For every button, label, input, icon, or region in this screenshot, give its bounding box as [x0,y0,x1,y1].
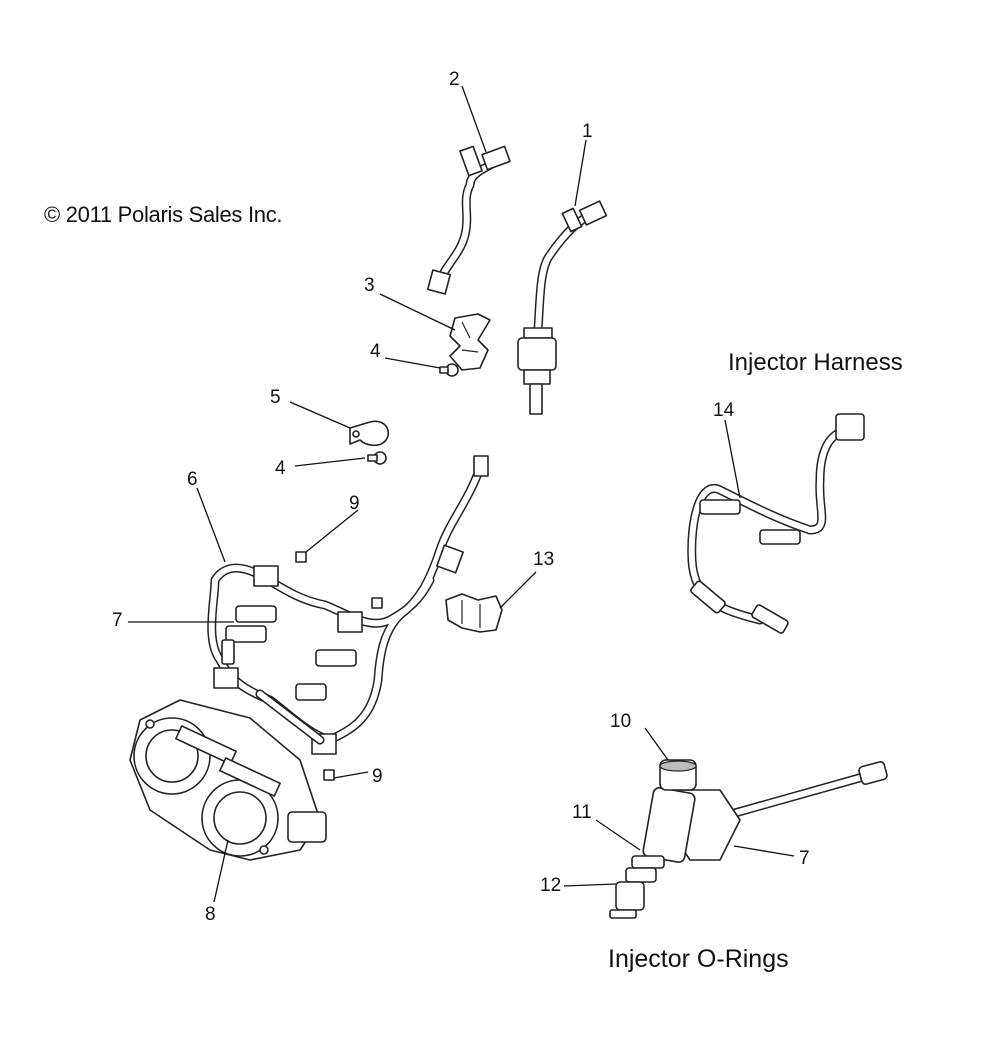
callout-11: 11 [572,802,592,823]
callout-12: 12 [540,875,562,896]
part-2-fuel-hose [426,145,511,295]
callout-7-rail: 7 [112,610,123,631]
callout-7-detail: 7 [799,848,810,869]
part-1-fuel-line [517,200,608,415]
part-7-injectors-rail [221,605,357,701]
callout-1: 1 [582,121,593,142]
leader-lines [128,85,795,903]
callout-8: 8 [205,904,216,925]
callout-3: 3 [364,275,375,296]
callout-2: 2 [449,69,460,90]
part-5-clamp [349,420,390,447]
callout-6: 6 [187,469,198,490]
part-14-injector-harness [687,413,865,634]
part-8-throttle-body [129,699,327,861]
injector-harness-title: Injector Harness [728,349,903,376]
copyright-text: © 2011 Polaris Sales Inc. [44,202,283,227]
part-3-bracket [449,313,491,371]
callout-13: 13 [533,549,555,570]
callout-4-lower: 4 [275,458,286,479]
callout-9-upper: 9 [349,493,360,514]
callout-14: 14 [713,400,735,421]
part-4-bolt-lower [367,451,387,465]
part-4-bolt-upper [439,363,459,377]
injector-orings-detail [609,759,888,919]
callout-4-upper: 4 [370,341,381,362]
callout-10: 10 [610,711,632,732]
part-6-fuel-rail [207,455,489,755]
callout-9-lower: 9 [372,766,383,787]
injector-orings-title: Injector O-Rings [608,945,789,973]
part-13-clip [445,593,503,633]
callout-5: 5 [270,387,281,408]
